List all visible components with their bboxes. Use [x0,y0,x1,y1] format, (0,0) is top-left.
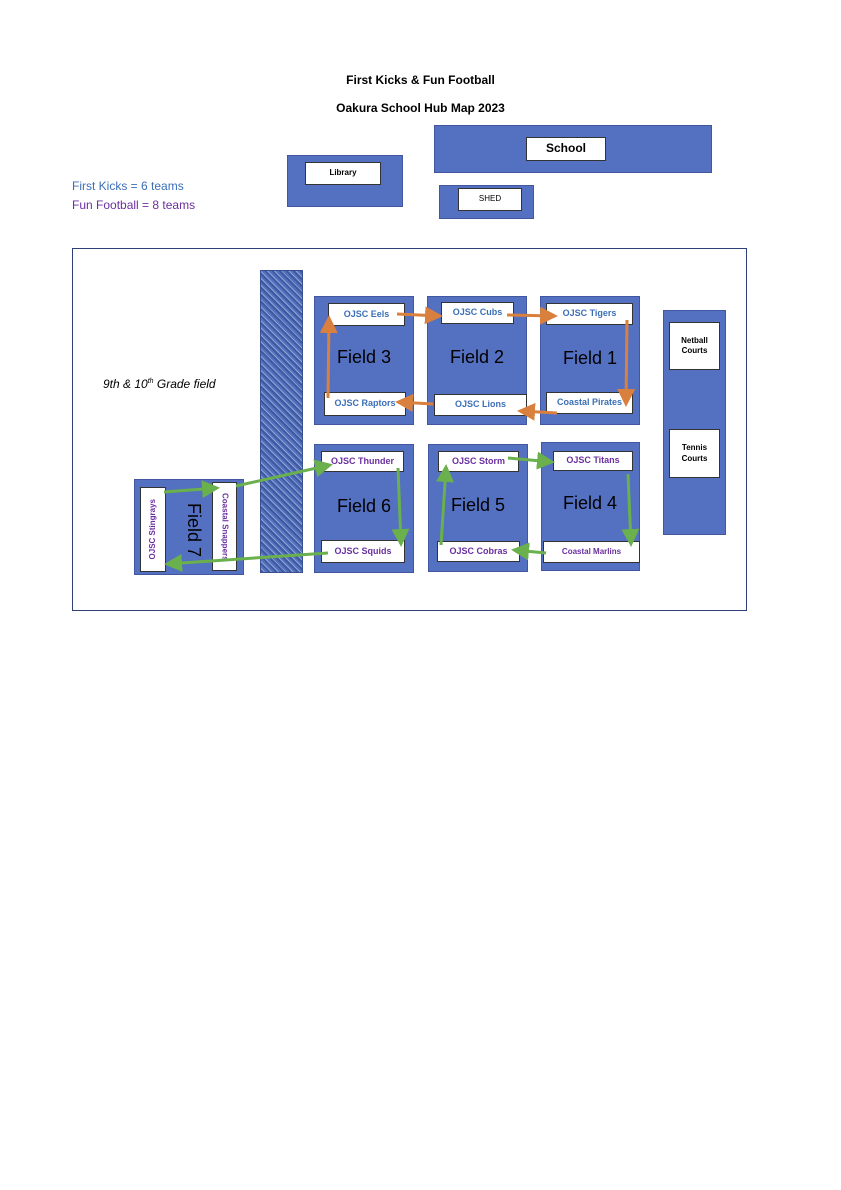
library-label: Library [305,162,381,185]
arrow-snappers-thunder [235,459,333,488]
team-ojsc-squids: OJSC Squids [321,540,405,563]
school-label: School [526,137,606,161]
grade-field-text-end: Grade field [153,377,216,391]
arrow-eels-cubs [396,306,443,325]
tennis-courts-label: Tennis Courts [669,429,720,478]
fields-area-frame [72,248,747,611]
field-7-label: Field 7 [184,502,204,558]
team-ojsc-thunder: OJSC Thunder [321,451,404,472]
field-2-label: Field 2 [449,347,505,367]
netball-courts-label: Netball Courts [669,322,720,370]
team-ojsc-raptors: OJSC Raptors [324,392,406,416]
team-coastal-pirates: Coastal Pirates [546,392,633,414]
arrow-titans-marlins [621,473,640,547]
team-ojsc-stingrays: OJSC Stingrays [140,487,166,572]
grade-field-sup: th [147,378,154,385]
arrow-pirates-lions [517,402,558,421]
arrow-cobras-storm [436,464,455,546]
arrow-stingrays-snappers [163,480,220,499]
field-5-label: Field 5 [450,495,506,515]
team-ojsc-storm: OJSC Storm [438,451,519,472]
page-title: First Kicks & Fun Football [346,73,495,87]
arrow-tigers-pirates [617,319,636,407]
field-1-label: Field 1 [562,348,618,368]
arrow-marlins-cobras [511,542,547,561]
arrow-cubs-tigers [506,306,558,325]
snappers-text: Coastal Snappers [220,492,230,561]
arrow-raptors-eels [319,315,338,399]
legend-fun-football: Fun Football = 8 teams [72,198,196,212]
field-4-label: Field 4 [562,493,618,513]
arrow-squids-stingrays [164,551,329,572]
grade-field-text: 9th & 10 [103,377,148,391]
arrow-lions-raptors [395,393,434,412]
arrow-thunder-squids [391,467,410,547]
hedge-strip [260,270,303,573]
shed-label: SHED [458,188,522,211]
legend-first-kicks: First Kicks = 6 teams [72,179,184,193]
team-ojsc-titans: OJSC Titans [553,451,633,471]
grade-field-label: 9th & 10th Grade field [103,377,216,391]
field-3-label: Field 3 [336,347,392,367]
page-subtitle: Oakura School Hub Map 2023 [336,101,505,115]
field-6-label: Field 6 [336,496,392,516]
arrow-storm-titans [507,451,555,470]
